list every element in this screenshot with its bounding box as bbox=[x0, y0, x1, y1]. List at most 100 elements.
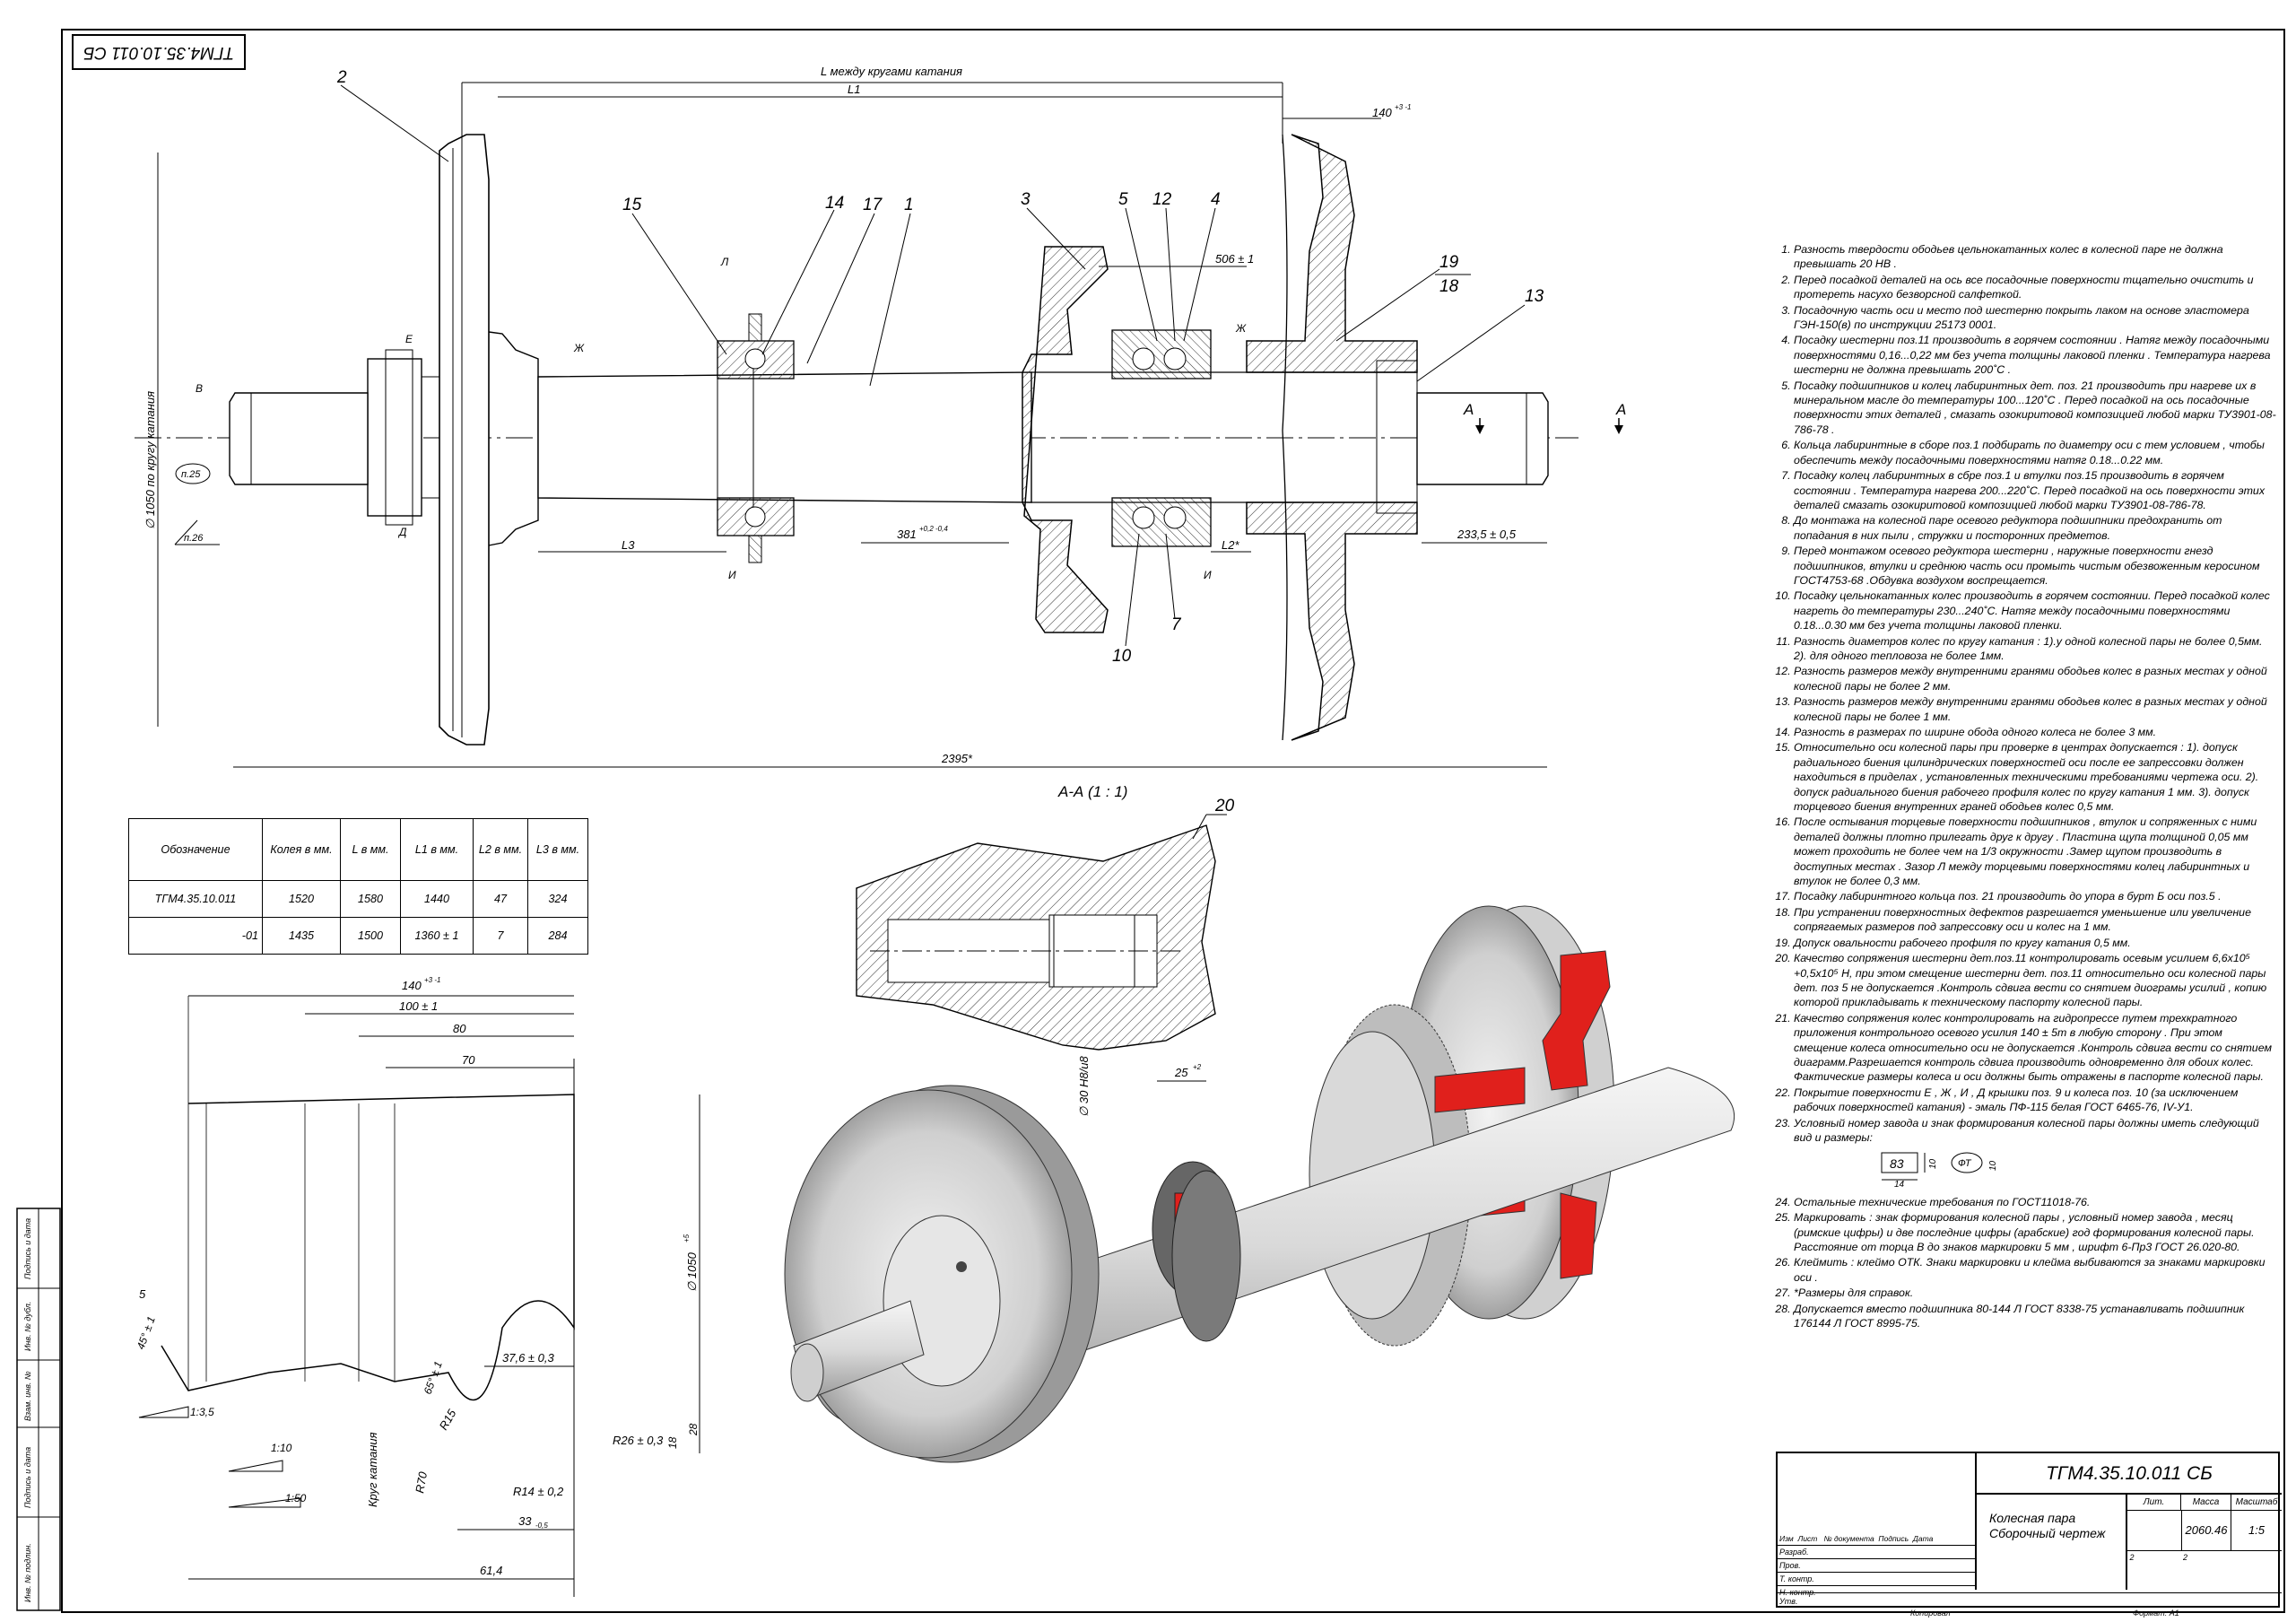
side-label-3: Взам. инв. № bbox=[23, 1371, 32, 1421]
cell: 1440 bbox=[400, 880, 474, 918]
callout-14: 14 bbox=[825, 194, 844, 213]
note-item: Посадку подшипников и колец лабиринтных … bbox=[1794, 379, 2276, 438]
cell: 7 bbox=[473, 917, 528, 955]
note-item: Кольца лабиринтные в сборе поз.1 подбира… bbox=[1794, 438, 2276, 467]
profile-a45: 45° ± 1 bbox=[135, 1314, 158, 1351]
role-utv: Утв. bbox=[1779, 1597, 1798, 1606]
role-razrab: Разраб. bbox=[1778, 1546, 1975, 1559]
label-E: Е bbox=[405, 333, 413, 345]
profile-d1050-tol: +5 bbox=[683, 1234, 691, 1243]
note-item: При устранении поверхностных дефектов ра… bbox=[1794, 905, 2276, 935]
scale-header: Масштаб bbox=[2231, 1495, 2282, 1511]
label-L: Л bbox=[720, 256, 729, 268]
label-V: В bbox=[196, 382, 203, 395]
callout-10: 10 bbox=[1112, 647, 1132, 666]
profile-d18: 18 bbox=[666, 1436, 679, 1449]
dim-233: 233,5 ± 0,5 bbox=[1457, 528, 1517, 541]
profile-krug: Круг катания bbox=[366, 1432, 379, 1507]
note-item: Посадку шестерни поз.11 производить в го… bbox=[1794, 333, 2276, 377]
section-dim-25-tol: +2 bbox=[1193, 1063, 1202, 1071]
profile-taper-1: 1:3,5 bbox=[190, 1406, 214, 1418]
profile-d37: 37,6 ± 0,3 bbox=[502, 1351, 555, 1365]
callout-3: 3 bbox=[1021, 190, 1031, 209]
note-item: Разность размеров между внутренними гран… bbox=[1794, 664, 2276, 693]
mark-sample-sym-h: 10 bbox=[1988, 1161, 1998, 1172]
col-koleya: Колея в мм. bbox=[262, 818, 341, 881]
note-item: Маркировать : знак формирования колесной… bbox=[1794, 1210, 2276, 1254]
table-row: -01 1435 1500 1360 ± 1 7 284 bbox=[128, 917, 588, 955]
dim-L-between: L между кругами катания bbox=[821, 65, 962, 78]
title-block: ТГМ4.35.10.011 СБ Изм Лист № документа П… bbox=[1776, 1452, 2282, 1608]
table-row: ТГМ4.35.10.011 1520 1580 1440 47 324 bbox=[128, 880, 588, 918]
col-sign: Подпись bbox=[1878, 1534, 1909, 1543]
dim-381-tol: +0,2 -0,4 bbox=[919, 525, 948, 533]
title-block-name: Колесная пара Сборочный чертеж bbox=[1975, 1495, 2127, 1590]
scale-value: 1:5 bbox=[2248, 1523, 2266, 1537]
profile-taper-2: 1:10 bbox=[271, 1442, 292, 1454]
callout-2: 2 bbox=[336, 68, 347, 87]
callout-19: 19 bbox=[1439, 253, 1459, 272]
cell: ТГМ4.35.10.011 bbox=[128, 880, 263, 918]
note-item: Допускается вместо подшипника 80-144 Л Г… bbox=[1794, 1302, 2276, 1331]
profile-d33-tol: -0,5 bbox=[535, 1522, 548, 1530]
col-list: Лист bbox=[1797, 1534, 1818, 1543]
dim-381: 381 bbox=[897, 528, 917, 541]
section-mark-right: А bbox=[1615, 401, 1626, 418]
note-item: *Размеры для справок. bbox=[1794, 1286, 2276, 1300]
cell: 47 bbox=[473, 880, 528, 918]
role-prov: Пров. bbox=[1778, 1559, 1975, 1573]
label-I-1: И bbox=[728, 569, 736, 581]
callout-13: 13 bbox=[1525, 287, 1544, 306]
note-item: Перед монтажом осевого редуктора шестерн… bbox=[1794, 544, 2276, 588]
title-block-code: ТГМ4.35.10.011 СБ bbox=[1975, 1453, 2282, 1495]
col-L2: L2 в мм. bbox=[473, 818, 528, 881]
callout-18: 18 bbox=[1439, 277, 1459, 296]
note-item: Посадку лабиринтного кольца поз. 21 прои… bbox=[1794, 889, 2276, 903]
note-item: Допуск овальности рабочего профиля по кр… bbox=[1794, 936, 2276, 950]
profile-r70: R70 bbox=[413, 1470, 430, 1495]
cell: 1360 ± 1 bbox=[400, 917, 474, 955]
note-item: Условный номер завода и знак формировани… bbox=[1794, 1116, 2276, 1146]
profile-r26: R26 ± 0,3 bbox=[613, 1434, 664, 1447]
side-label-5: Инв. № подлин. bbox=[23, 1543, 32, 1602]
note-item: До монтажа на колесной паре осевого реду… bbox=[1794, 513, 2276, 543]
profile-d1050: ∅ 1050 bbox=[685, 1251, 699, 1292]
side-label-1: Подпись и дата bbox=[23, 1218, 32, 1279]
technical-requirements: Разность твердости ободьев цельнокатанны… bbox=[1774, 242, 2276, 1331]
section-mark-left: А bbox=[1463, 401, 1474, 418]
sheet-num: 2 bbox=[2129, 1553, 2135, 1562]
callout-7: 7 bbox=[1171, 615, 1182, 634]
note-item: Посадку колец лабиринтных в сбре поз.1 и… bbox=[1794, 468, 2276, 512]
note-item: Качество сопряжения шестерни дет.поз.11 … bbox=[1794, 951, 2276, 1010]
side-label-2: Инв. № дубл. bbox=[23, 1302, 32, 1351]
profile-d140: 140 bbox=[402, 979, 422, 992]
section-title: А-А (1 : 1) bbox=[1057, 783, 1127, 800]
callout-12: 12 bbox=[1152, 190, 1172, 209]
profile-r15: R15 bbox=[437, 1407, 459, 1433]
callout-17: 17 bbox=[863, 196, 883, 214]
dim-506: 506 ± 1 bbox=[1215, 252, 1254, 266]
col-oboznachenie: Обозначение bbox=[128, 818, 263, 881]
item-name: Колесная пара bbox=[1989, 1511, 2076, 1525]
note-item: Разность твердости ободьев цельнокатанны… bbox=[1794, 242, 2276, 272]
cell: 1435 bbox=[262, 917, 341, 955]
note-item: После остывания торцевые поверхности под… bbox=[1794, 815, 2276, 888]
mark-sample-w: 14 bbox=[1894, 1180, 1905, 1187]
item-doc-type: Сборочный чертеж bbox=[1989, 1526, 2106, 1540]
dim-2395: 2395* bbox=[941, 752, 973, 765]
lit-header: Лит. bbox=[2127, 1495, 2181, 1511]
profile-d5: 5 bbox=[139, 1287, 146, 1301]
profile-r14: R14 ± 0,2 bbox=[513, 1485, 564, 1498]
callout-1: 1 bbox=[904, 196, 914, 214]
role-tkontr: Т. контр. bbox=[1778, 1573, 1975, 1586]
col-doc: № документа bbox=[1823, 1534, 1874, 1543]
note-item: Клеймить : клеймо ОТК. Знаки маркировки … bbox=[1794, 1255, 2276, 1285]
dim-140-tol: +3 -1 bbox=[1395, 103, 1411, 111]
col-date: Дата bbox=[1912, 1534, 1934, 1543]
col-izm: Изм bbox=[1779, 1534, 1794, 1543]
dim-140: 140 bbox=[1372, 106, 1392, 119]
